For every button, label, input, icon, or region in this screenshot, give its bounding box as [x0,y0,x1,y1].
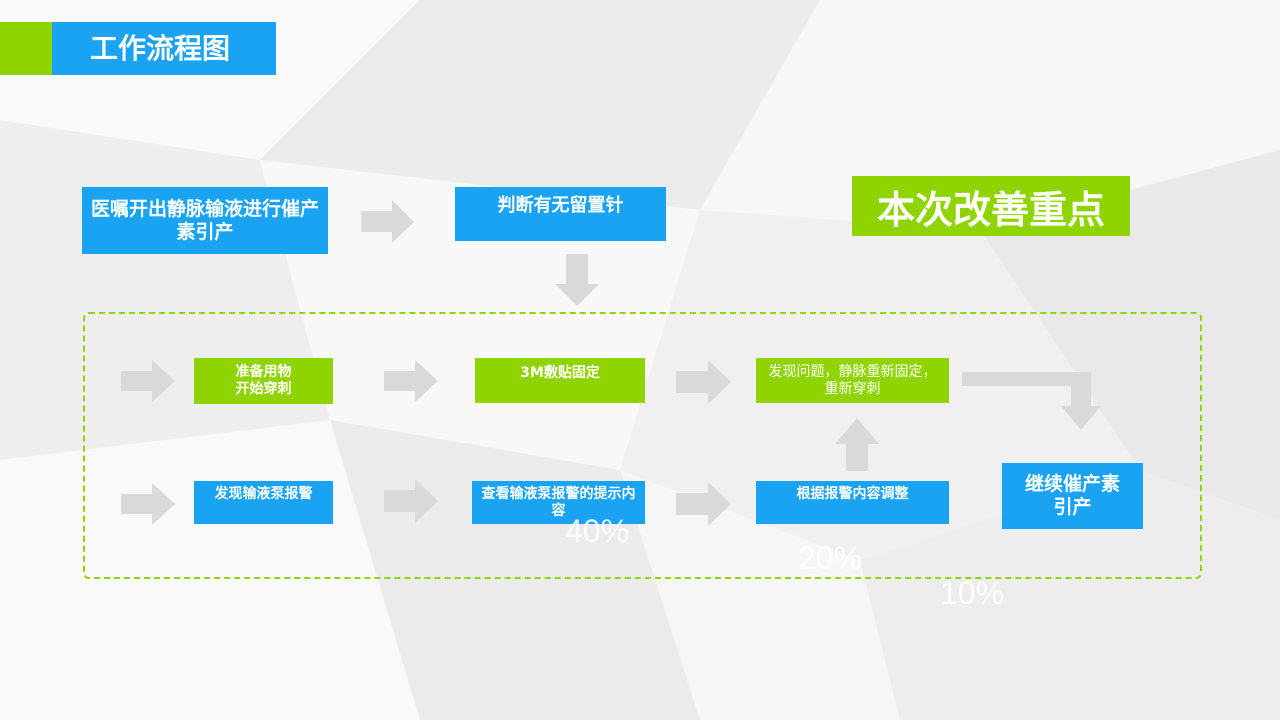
node-check-alarm-content-label: 查看输液泵报警的提示内容 [481,485,636,519]
arrow-right-icon [361,200,414,243]
ghost-percent-10: 10% [940,575,1005,611]
node-order-infusion: 医嘱开出静脉输液进行催产素引产 [82,187,328,254]
ghost-percent-40: 40% [565,513,630,549]
improvement-focus-region [83,312,1202,579]
node-3m-dressing-label: 3M敷贴固定 [520,365,600,381]
node-refix-repuncture-label: 发现问题，静脉重新固定，重新穿刺 [768,363,937,397]
focus-label: 本次改善重点 [852,176,1130,236]
node-adjust-by-alarm: 根据报警内容调整 [756,481,949,524]
node-order-infusion-label: 医嘱开出静脉输液进行催产素引产 [90,197,319,243]
node-3m-dressing: 3M敷贴固定 [475,358,645,403]
node-prepare-puncture: 准备用物 开始穿刺 [194,358,333,404]
node-refix-repuncture: 发现问题，静脉重新固定，重新穿刺 [756,358,949,403]
node-check-indwelling-needle: 判断有无留置针 [455,187,666,241]
node-pump-alarm: 发现输液泵报警 [194,481,333,524]
arrow-down-icon [555,254,599,306]
ghost-percent-20: 20% [798,540,863,576]
node-adjust-by-alarm-label: 根据报警内容调整 [796,486,909,502]
node-pump-alarm-label: 发现输液泵报警 [214,486,313,502]
title-accent-bar [0,22,52,75]
node-check-indwelling-needle-label: 判断有无留置针 [497,195,624,216]
node-continue-induction-label: 继续催产素 引产 [1024,473,1120,518]
node-continue-induction: 继续催产素 引产 [1002,463,1143,529]
node-check-alarm-content: 查看输液泵报警的提示内容 [472,481,645,524]
node-prepare-puncture-label: 准备用物 开始穿刺 [235,364,292,397]
page-title: 工作流程图 [52,22,276,75]
